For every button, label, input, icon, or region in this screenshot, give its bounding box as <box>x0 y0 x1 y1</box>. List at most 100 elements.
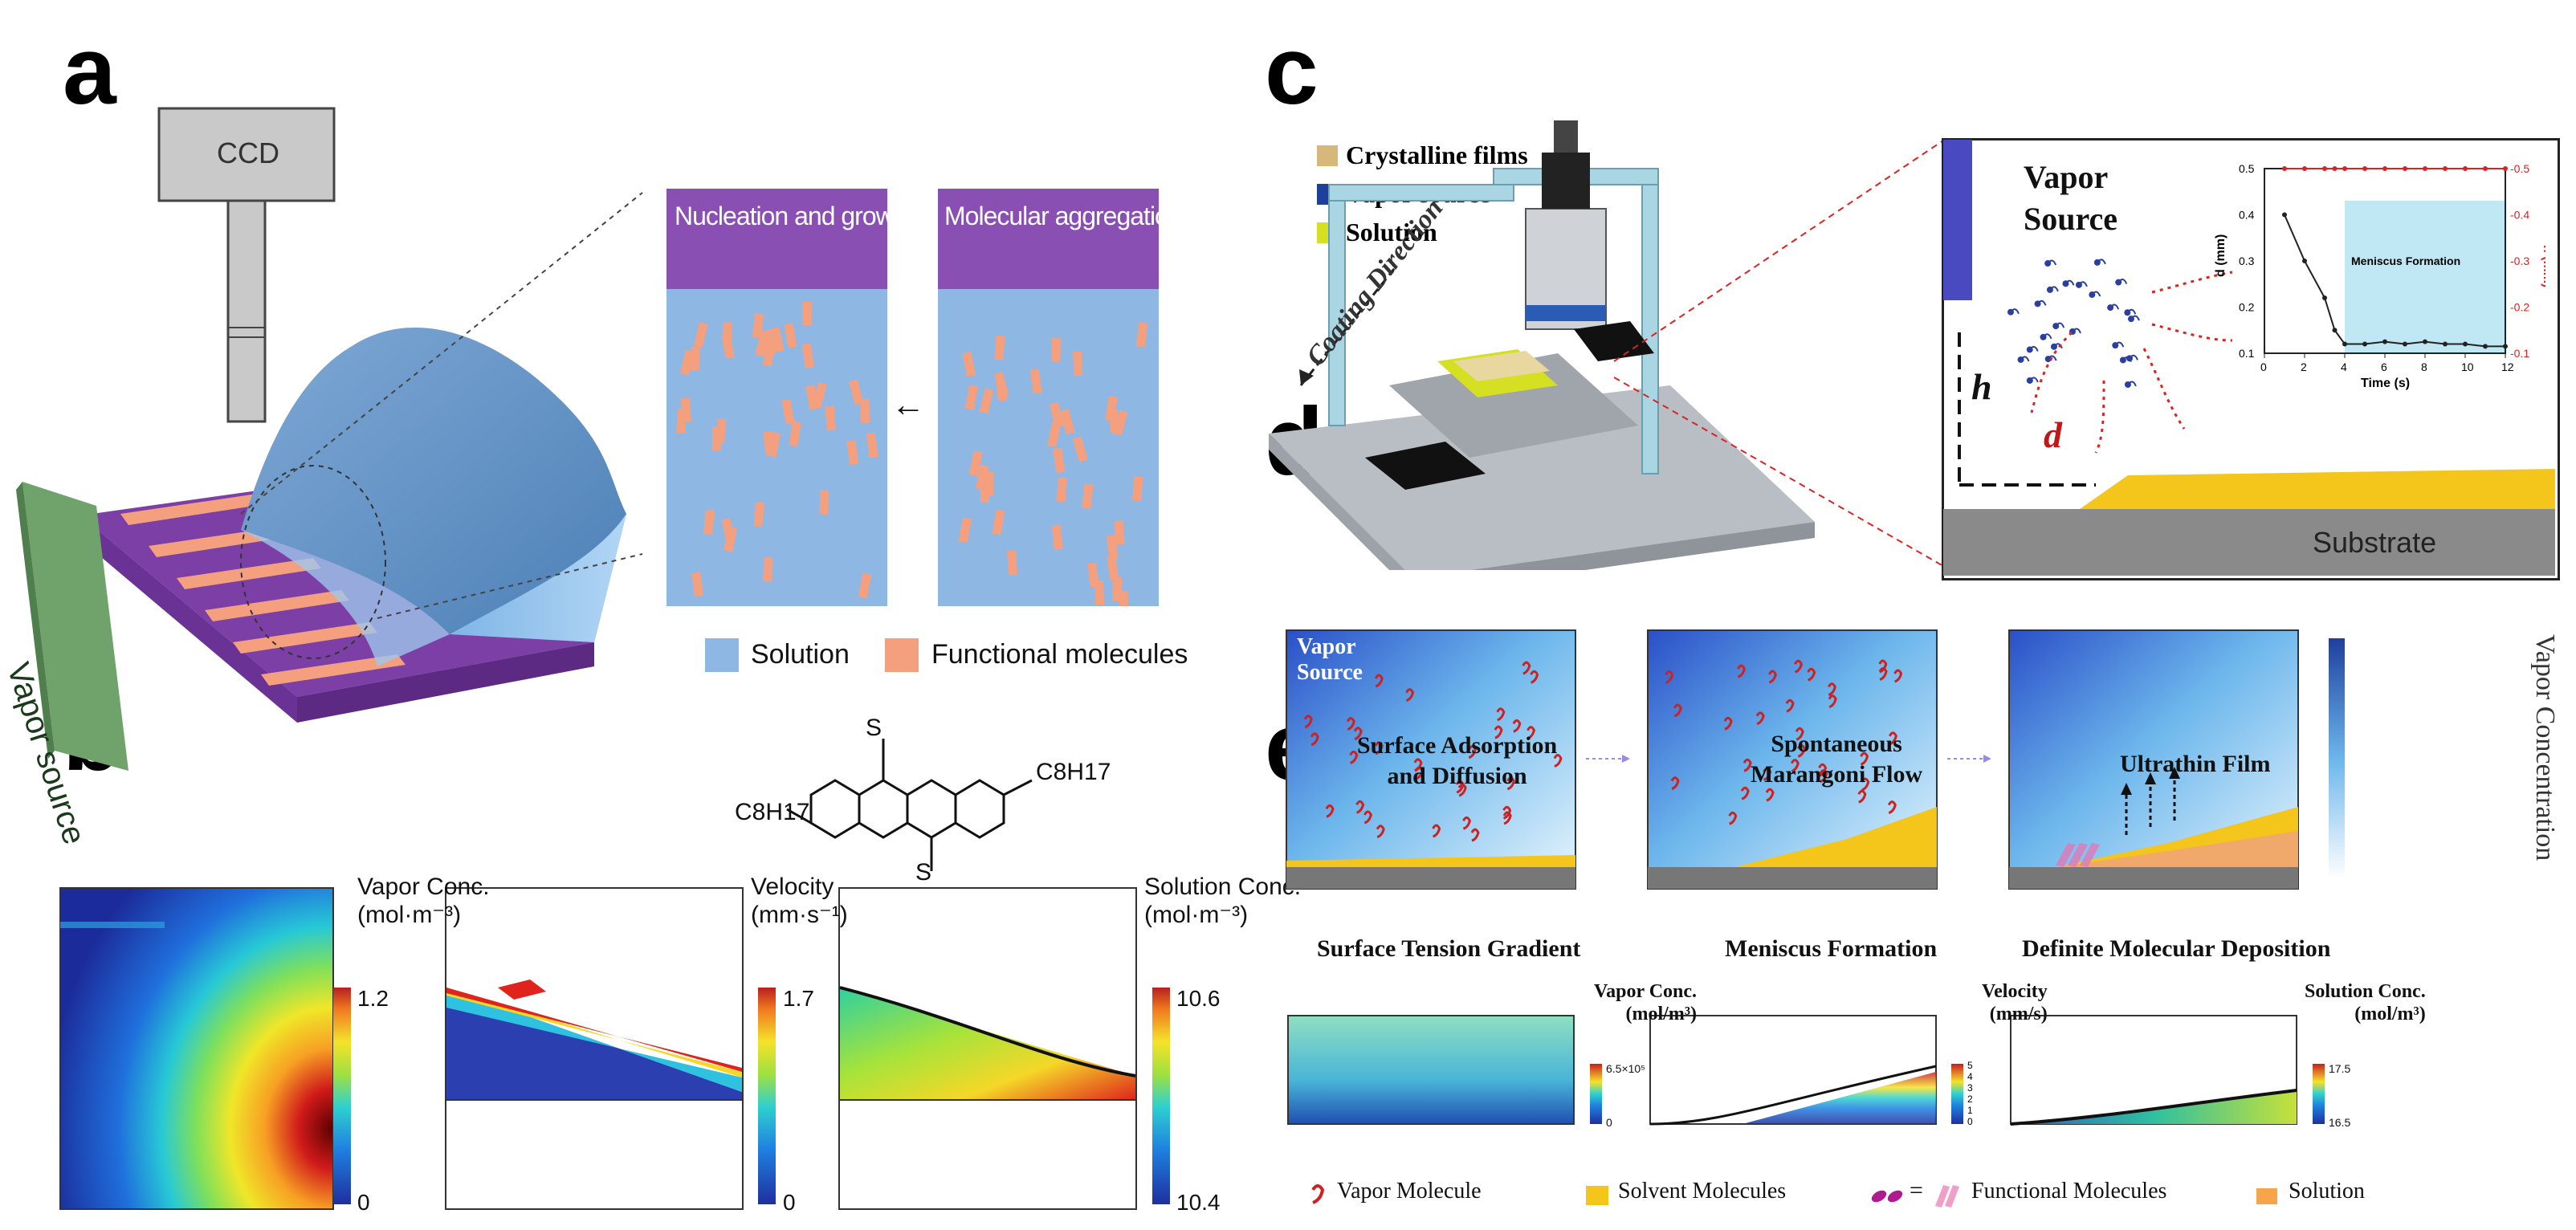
vapor-molecule <box>1363 810 1372 825</box>
y-right-tick-label: -0.4 <box>2510 209 2529 222</box>
legend-swatch <box>1317 145 1338 166</box>
e-colorbar-vapor <box>1590 1064 1602 1124</box>
solution-legend-icon <box>2256 1188 2277 1204</box>
map2-title: Velocity(mm·s⁻¹) <box>751 874 848 928</box>
molecule-s-top: S <box>866 715 882 741</box>
x-tick-label: 12 <box>2501 360 2514 373</box>
series-point <box>2362 341 2367 347</box>
map3-min: 10.4 <box>1176 1190 1221 1215</box>
legend-label: Solution <box>1346 218 1437 246</box>
molecule-rod <box>753 502 764 527</box>
molecule-rod <box>801 343 814 369</box>
vapor-molecules-e <box>1303 659 1903 842</box>
molecule-rod <box>984 471 994 496</box>
velocity-tick: 0 <box>1967 1116 1973 1127</box>
vapor-molecule <box>1807 667 1816 682</box>
vapor-molecule <box>1740 786 1750 800</box>
series-point <box>2282 212 2287 218</box>
vapor-molecules <box>2007 259 2140 389</box>
x-tick-label: 6 <box>2381 360 2387 373</box>
map2-min: 0 <box>783 1190 796 1215</box>
vapor-molecule <box>1457 783 1467 797</box>
legend-equals: = <box>1910 1177 1923 1204</box>
series-point <box>2403 341 2407 347</box>
zoom-left-title: Nucleation and growth <box>675 202 914 230</box>
e-map3-min: 16.5 <box>2329 1116 2351 1129</box>
meniscus-region-label: Meniscus Formation <box>2351 255 2460 267</box>
substrate-side <box>297 642 594 723</box>
map1-title: Vapor Conc.(mol·m⁻³) <box>357 874 490 928</box>
zoom-right-title: Molecular aggregation <box>944 202 1183 230</box>
c8-btbt-structure <box>786 739 1033 871</box>
vapor-molecule <box>1310 732 1319 747</box>
molecule-rod <box>979 388 994 414</box>
vapor-molecule <box>1742 758 1752 772</box>
molecule-rod <box>1052 447 1066 474</box>
molecule-rod <box>1106 535 1119 560</box>
series-point <box>2382 339 2387 344</box>
vapor-molecule <box>1553 754 1563 768</box>
molecule-rod <box>812 382 827 408</box>
molecule-rod <box>703 509 715 535</box>
panel-a-schematic <box>16 107 643 771</box>
x-tick-label: 4 <box>2341 360 2347 373</box>
molecule-rod <box>1029 369 1042 394</box>
vapor-molecule <box>1673 703 1682 718</box>
e-colorbar-velocity <box>1951 1064 1963 1124</box>
vapor-molecule <box>1526 726 1536 740</box>
series-point <box>2443 341 2448 347</box>
stage1-box <box>1286 629 1576 890</box>
legend-item: Crystalline films <box>1317 141 1528 170</box>
vapor-molecule <box>1374 741 1384 756</box>
y-left-tick-label: 0.2 <box>2239 301 2255 314</box>
molecule-rod <box>1051 524 1063 550</box>
map2-max: 1.7 <box>783 986 814 1011</box>
vapor-molecule <box>1502 805 1512 820</box>
y-right-tick-label: -0.1 <box>2510 347 2529 360</box>
molecule-s-bottom: S <box>915 859 932 886</box>
molecule-rod <box>1047 422 1062 447</box>
velocity-tick: 1 <box>1967 1105 1973 1116</box>
deposition-arrows <box>2125 775 2176 835</box>
molecule-rod <box>763 430 775 456</box>
vapor-molecule <box>1374 674 1384 688</box>
inset-ylabel: d (mm) <box>2214 234 2228 277</box>
vapor-molecule <box>1496 707 1506 722</box>
y-left-tick-label: 0.5 <box>2239 162 2255 175</box>
vapor-molecule <box>1878 659 1888 674</box>
molecule-rod <box>819 490 829 515</box>
molecule-rod <box>994 335 1005 360</box>
molecule-rod <box>1135 322 1148 348</box>
vapor-molecule <box>1522 661 1531 675</box>
zoom-ellipse <box>240 465 386 659</box>
e-map1-max: 6.5×10⁵ <box>1606 1062 1646 1075</box>
zoom-inset-nucleation: Nucleation and growth <box>666 189 914 606</box>
molecule-rod <box>1094 580 1105 605</box>
vapor-molecule <box>1795 727 1804 741</box>
e-map2-title: Velocity(mm/s) <box>1982 981 2048 1024</box>
molecule-rod <box>723 526 737 552</box>
vapor-molecule <box>1888 731 1897 746</box>
molecule-rod <box>1111 576 1123 602</box>
inset-ylabel-right: h (mm) <box>2541 245 2545 287</box>
molecule-rod <box>784 323 797 348</box>
molecule-rod <box>860 398 870 423</box>
series-point <box>2423 166 2427 171</box>
map1-max: 1.2 <box>357 986 389 1011</box>
colorbar-vapor <box>333 988 351 1204</box>
molecule-rod <box>679 349 695 376</box>
molecule-rod <box>1114 520 1125 545</box>
vapor-molecule <box>1828 694 1837 709</box>
vapor-molecule <box>1405 688 1415 703</box>
vapor-molecule <box>1765 788 1775 802</box>
functional-molecule-icon <box>1871 1190 1887 1203</box>
y-left-tick-label: 0.3 <box>2239 255 2255 267</box>
x-tick-label: 2 <box>2301 360 2307 373</box>
molecule-rod <box>721 333 735 359</box>
series-point <box>2332 166 2338 171</box>
molecule-rod <box>992 509 1005 536</box>
series-point <box>2382 166 2387 171</box>
vapor-conc-map <box>59 887 334 1210</box>
